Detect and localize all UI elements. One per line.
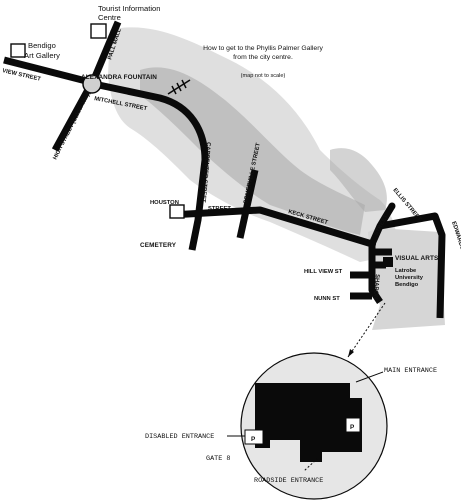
- art-gallery-building: [10, 43, 26, 58]
- road-ellis-edwards: [379, 212, 446, 319]
- road-high-street: [51, 84, 94, 152]
- street-nunn-st: NUNN ST: [314, 296, 340, 302]
- scale-note: (map not to scale): [241, 73, 286, 79]
- art-gallery-label-line1: Bendigo: [28, 41, 56, 50]
- street-sharon: SHARON: [372, 274, 380, 300]
- parking-side: [345, 417, 361, 433]
- rail-tie: [171, 85, 177, 95]
- junction-dot: [431, 213, 439, 221]
- fountain-label: ALEXANDRA FOUNTAIN: [81, 74, 157, 81]
- parking-disabled: [244, 429, 264, 445]
- gate-label: GATE 8: [206, 455, 230, 463]
- tourist-info-label-line2: Centre: [98, 13, 121, 22]
- university-label-line2: University: [395, 275, 424, 281]
- road-view-street: [3, 56, 91, 86]
- railway-crossing: [167, 79, 191, 95]
- inset-detail: [227, 352, 388, 500]
- road-mitchell-carpenter: [93, 80, 209, 251]
- terrain-shading: [108, 27, 397, 263]
- gallery-building-footprint: [255, 383, 362, 462]
- university-label-line3: Bendigo: [395, 282, 419, 288]
- roadside-entrance-label: ROADSIDE ENTRANCE: [254, 477, 323, 485]
- rail-tie: [176, 82, 182, 92]
- visual-arts-label: VISUAL ARTS: [395, 255, 439, 262]
- fountain-roundabout: [82, 74, 102, 94]
- inset-pointer-arrow: [348, 349, 354, 357]
- street-high-street: HIGH STREET (Calder Hwy): [52, 90, 92, 161]
- rail-tie: [181, 79, 187, 89]
- main-entrance-pointer: [355, 371, 384, 383]
- map-title-line2: from the city centre.: [233, 54, 293, 61]
- road-sharon: [368, 244, 383, 304]
- tourist-info-label-line1: Tourist Information: [98, 4, 160, 13]
- cemetery-label: CEMETERY: [140, 242, 177, 249]
- map-title-line1: How to get to the Phyllis Palmer Gallery: [203, 45, 323, 52]
- parking-disabled-symbol: P: [251, 436, 256, 443]
- junction-dot: [192, 210, 200, 218]
- shadow-core: [140, 67, 365, 235]
- street-carpenter-street: CARPENTER STREET: [200, 142, 211, 203]
- inset-pointer: [347, 302, 386, 358]
- junction-dot: [388, 202, 396, 210]
- street-houston: HOUSTON: [150, 200, 179, 206]
- tourist-info-building: [90, 23, 107, 39]
- roadside-pointer: [303, 457, 319, 472]
- disabled-entrance-label: DISABLED ENTRANCE: [145, 433, 214, 441]
- university-label-line1: Latrobe: [395, 268, 417, 274]
- visual-arts-building: [383, 257, 393, 267]
- parking-side-symbol: P: [350, 424, 355, 431]
- main-entrance-label: MAIN ENTRANCE: [384, 367, 437, 375]
- art-gallery-label-line2: Art Gallery: [24, 51, 60, 60]
- road-network: [3, 20, 446, 319]
- road-houston-keck: [169, 206, 374, 248]
- shadow-spur: [330, 148, 387, 212]
- junction-dot: [368, 240, 376, 248]
- cemetery-marker: [169, 204, 185, 219]
- street-houston-cont: STREET: [208, 206, 231, 212]
- road-pall-mall: [88, 20, 122, 86]
- street-edwards-road: EDWARDS ROAD: [450, 221, 461, 269]
- road-somerville-street: [236, 169, 259, 239]
- street-hill-view-st: HILL VIEW ST: [304, 269, 343, 275]
